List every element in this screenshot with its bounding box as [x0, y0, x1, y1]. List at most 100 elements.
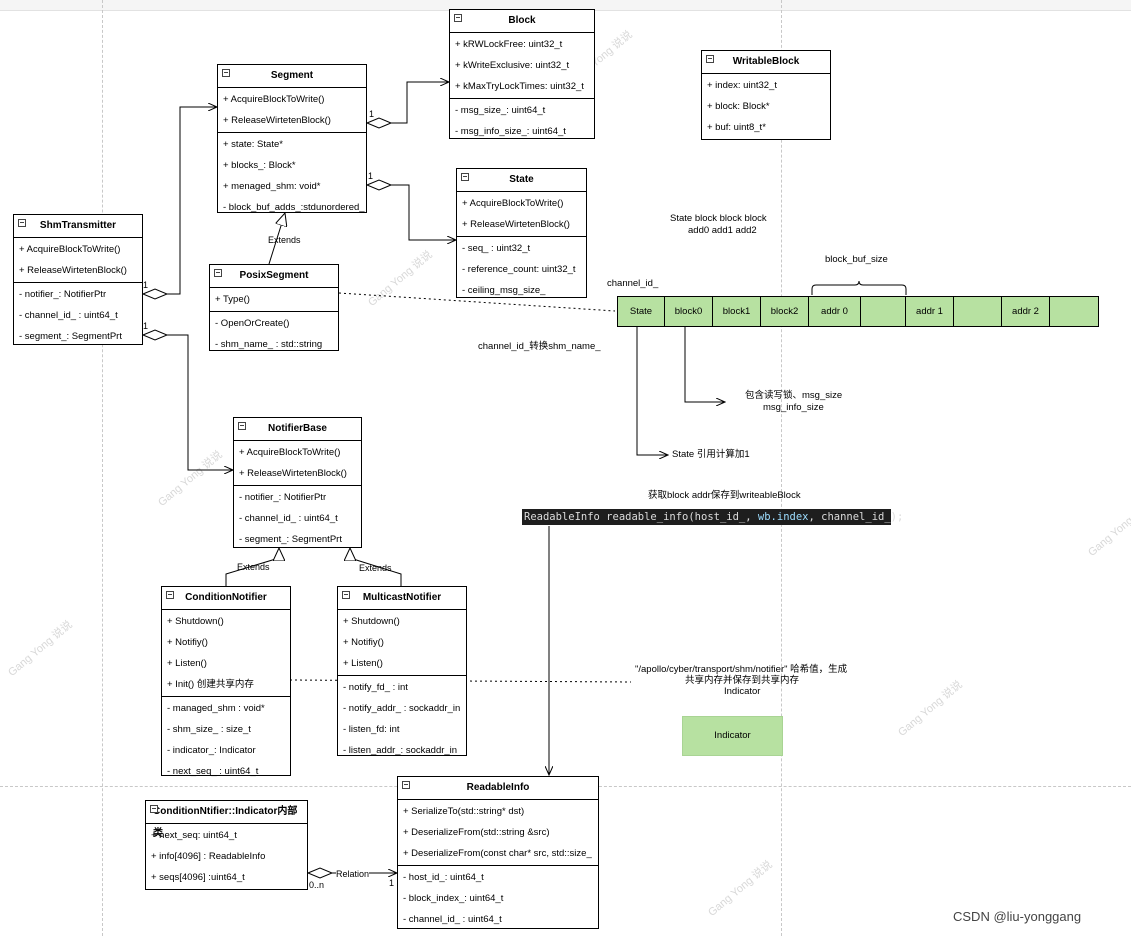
memory-cell: block0 — [665, 297, 713, 326]
class-segment[interactable]: Segment + AcquireBlockToWrite() + Releas… — [217, 64, 367, 213]
notifier-note: Indicator — [724, 686, 761, 697]
aggregation-transmitter-segment — [141, 107, 217, 300]
class-title: Segment — [270, 70, 314, 81]
aggregation-segment-block — [365, 82, 449, 129]
method-row: + ReleaseWirtetenBlock() — [19, 265, 127, 276]
memory-top-label: State block block block — [670, 213, 767, 224]
class-title: ShmTransmitter — [39, 220, 117, 231]
field-row: - ceiling_msg_size_ — [462, 285, 546, 296]
collapse-icon[interactable] — [150, 805, 158, 813]
class-notifier-base[interactable]: NotifierBase + AcquireBlockToWrite() + R… — [233, 417, 362, 548]
collapse-icon[interactable] — [706, 55, 714, 63]
code-keyword: wb.index — [757, 511, 809, 523]
field-row: - seq_ : uint32_t — [462, 243, 531, 254]
multiplicity-label: 1 — [143, 321, 149, 331]
method-row: + ReleaseWirtetenBlock() — [462, 219, 570, 230]
convert-note: channel_id_转换shm_name_ — [478, 341, 601, 352]
field-row: - notify_addr_ : sockaddr_in — [343, 703, 461, 714]
memory-top-label: add0 add1 add2 — [688, 225, 757, 236]
collapse-icon[interactable] — [461, 173, 469, 181]
method-row: + AcquireBlockToWrite() — [223, 94, 325, 105]
class-multicast-notifier[interactable]: MulticastNotifier + Shutdown() + Notifiy… — [337, 586, 467, 756]
class-shm-transmitter[interactable]: ShmTransmitter + AcquireBlockToWrite() +… — [13, 214, 143, 345]
method-row: + Notifiy() — [167, 637, 208, 648]
notifier-note: "/apollo/cyber/transport/shm/notifier" 哈… — [635, 664, 848, 675]
extends-label: Extends — [237, 562, 270, 572]
memory-cell: addr 1 — [906, 297, 954, 326]
field-row: + menaged_shm: void* — [223, 181, 321, 192]
method-row: + Notifiy() — [343, 637, 384, 648]
class-title: ConditionNtifier::Indicator内部类 — [153, 806, 298, 839]
channel-id-label: channel_id_ — [607, 278, 659, 289]
method-row: + Listen() — [343, 658, 383, 669]
class-title: Block — [508, 15, 536, 26]
memory-cell: State — [618, 297, 665, 326]
collapse-icon[interactable] — [454, 14, 462, 22]
extends-label: Extends — [359, 563, 392, 573]
collapse-icon[interactable] — [166, 591, 174, 599]
field-row: + state: State* — [223, 139, 283, 150]
field-row: - channel_id_ : uint64_t — [403, 914, 502, 925]
field-row: - channel_id_ : uint64_t — [239, 513, 338, 524]
arrow-state-ref-note — [636, 327, 668, 455]
class-condition-notifier[interactable]: ConditionNotifier + Shutdown() + Notifiy… — [161, 586, 291, 777]
method-row: + ReleaseWirtetenBlock() — [239, 468, 347, 479]
class-block[interactable]: Block + kRWLockFree: uint32_t + kWriteEx… — [449, 9, 595, 139]
memory-cell — [861, 297, 906, 326]
field-row: - host_id_: uint64_t — [403, 872, 484, 883]
collapse-icon[interactable] — [222, 69, 230, 77]
extends-posix-segment — [268, 213, 285, 265]
relation-label: Relation — [336, 868, 370, 880]
class-indicator[interactable]: ConditionNtifier::Indicator内部类 + next_se… — [145, 800, 308, 890]
field-row: - segment_: SegmentPrt — [19, 331, 122, 342]
method-row: + AcquireBlockToWrite() — [239, 447, 341, 458]
arrow-block-lock-note — [684, 327, 725, 402]
class-state[interactable]: State + AcquireBlockToWrite() + ReleaseW… — [456, 168, 587, 298]
multiplicity-label: 0..n — [309, 880, 325, 890]
method-row: + SerializeTo(std::string* dst) — [403, 806, 525, 817]
class-title: State — [509, 174, 534, 185]
memory-cell — [954, 297, 1002, 326]
method-row: + Shutdown() — [167, 616, 224, 627]
indicator-box[interactable]: Indicator — [682, 716, 783, 756]
notifier-note: 共享内存并保存到共享内存 — [685, 675, 800, 686]
memory-cell: block2 — [761, 297, 809, 326]
collapse-icon[interactable] — [18, 219, 26, 227]
method-row: + DeserializeFrom(const char* src, std::… — [403, 848, 592, 859]
class-title: PosixSegment — [239, 270, 309, 281]
memory-cell: block1 — [713, 297, 761, 326]
memory-cell: addr 2 — [1002, 297, 1050, 326]
field-row: + info[4096] : ReadableInfo — [151, 851, 266, 862]
shared-memory-layout: State block0 block1 block2 addr 0 addr 1… — [617, 296, 1099, 327]
extends-multicast-notifier — [350, 548, 402, 586]
code-snippet: ReadableInfo readable_info(host_id_, wb.… — [522, 509, 903, 525]
method-row: + Type() — [215, 294, 250, 305]
code-text: , channel_id_); — [808, 511, 904, 523]
dotted-link-posix-memory — [338, 292, 616, 312]
memory-cell: addr 0 — [809, 297, 861, 326]
credit-text: CSDN @liu-yonggang — [953, 909, 1082, 924]
field-row: + kWriteExclusive: uint32_t — [455, 60, 570, 71]
class-posix-segment[interactable]: PosixSegment + Type() - OpenOrCreate() -… — [209, 264, 339, 351]
method-row: + AcquireBlockToWrite() — [462, 198, 564, 209]
field-row: - msg_size_: uint64_t — [455, 105, 546, 116]
lock-note: msg_info_size — [763, 402, 824, 413]
collapse-icon[interactable] — [238, 422, 246, 430]
code-text: ReadableInfo readable_info(host_id_, — [524, 511, 758, 523]
multiplicity-label: 1 — [368, 171, 374, 181]
collapse-icon[interactable] — [402, 781, 410, 789]
class-title: NotifierBase — [268, 423, 327, 434]
field-row: + kMaxTryLockTimes: uint32_t — [455, 81, 584, 92]
field-row: - shm_name_ : std::string — [215, 339, 323, 350]
collapse-icon[interactable] — [214, 269, 222, 277]
multiplicity-label: 1 — [389, 878, 395, 888]
method-row: + ReleaseWirtetenBlock() — [223, 115, 331, 126]
field-row: - block_index_: uint64_t — [403, 893, 504, 904]
field-row: - segment_: SegmentPrt — [239, 534, 342, 545]
class-writable-block[interactable]: WritableBlock + index: uint32_t + block:… — [701, 50, 831, 140]
field-row: + blocks_: Block* — [223, 160, 296, 171]
class-readable-info[interactable]: ReadableInfo + SerializeTo(std::string* … — [397, 776, 599, 929]
collapse-icon[interactable] — [342, 591, 350, 599]
field-row: - listen_fd: int — [343, 724, 400, 735]
